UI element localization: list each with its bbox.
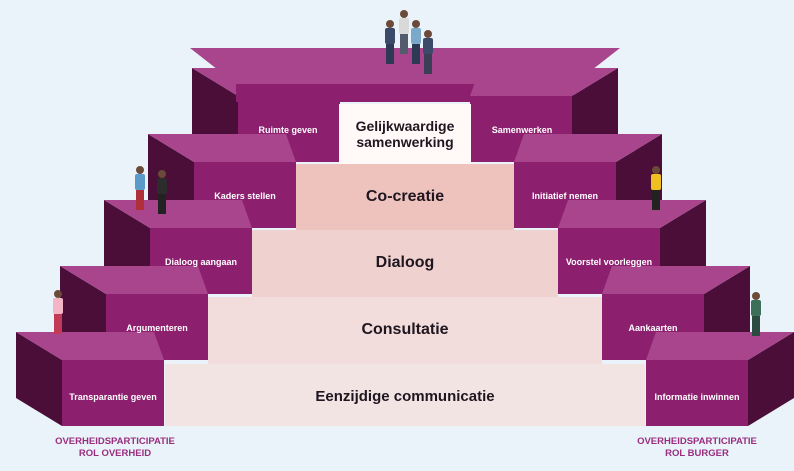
level-1-right-label: Informatie inwinnen (654, 391, 740, 402)
level-5-right-label: Samenwerken (491, 124, 553, 135)
level-2-center-label: Consultatie (361, 320, 449, 338)
person-figure (53, 290, 63, 334)
level-1-center-label: Eenzijdige communicatie (315, 388, 495, 406)
right-step-tread (470, 68, 618, 96)
footer-right-caption: OVERHEIDSPARTICIPATIE ROL BURGER (612, 436, 782, 461)
level-4-center-label: Co-creatie (365, 187, 445, 205)
person-figure (423, 30, 433, 74)
left-step-side (16, 332, 62, 426)
level-5-left-label: Ruimte geven (258, 124, 318, 135)
center-level-5-box (339, 104, 471, 164)
level-2-right-label: Aankaarten (628, 322, 678, 333)
level-1-left-label: Transparantie geven (69, 391, 157, 402)
right-step-tread (514, 134, 662, 162)
center-level-1-box (165, 364, 645, 426)
center-level-2-box (208, 297, 602, 364)
level-4-right-label: Initiatief nemen (531, 190, 598, 201)
center-level-4-box (296, 164, 514, 230)
left-step-tread (16, 332, 164, 360)
people-figures (53, 10, 761, 336)
right-steps (470, 68, 794, 426)
right-step-side (748, 332, 794, 426)
right-step-riser (646, 360, 748, 426)
footer-left-line2: ROL OVERHEID (78, 448, 152, 460)
level-3-right-label: Voorstel voorleggen (565, 256, 653, 267)
left-step-tread (60, 266, 208, 294)
left-steps (16, 48, 620, 426)
level-3-left-label: Dialoog aangaan (164, 256, 237, 267)
person-figure (399, 10, 409, 54)
center-levels (165, 104, 645, 426)
footer-left-line1: OVERHEIDSPARTICIPATIE (55, 436, 175, 447)
left-step-riser (62, 360, 164, 426)
level-4-left-label: Kaders stellen (214, 190, 276, 201)
person-figure (157, 170, 167, 214)
person-figure (411, 20, 421, 64)
right-step-tread (602, 266, 750, 294)
level-5-center-label: Gelijkwaardige samenwerking (355, 117, 455, 150)
right-step-tread (558, 200, 706, 228)
person-figure (385, 20, 395, 64)
person-figure (135, 166, 145, 210)
right-step-tread (646, 332, 794, 360)
footer-right-line1: OVERHEIDSPARTICIPATIE (637, 436, 757, 447)
level-2-left-label: Argumenteren (126, 322, 188, 333)
level-3-center-label: Dialoog (375, 254, 435, 272)
left-step-tread (148, 134, 296, 162)
center-level-3-box (252, 230, 558, 297)
footer-right-line2: ROL BURGER (665, 448, 729, 460)
footer-left-caption: OVERHEIDSPARTICIPATIE ROL OVERHEID (30, 436, 200, 461)
person-figure (651, 166, 661, 210)
person-figure (751, 292, 761, 336)
